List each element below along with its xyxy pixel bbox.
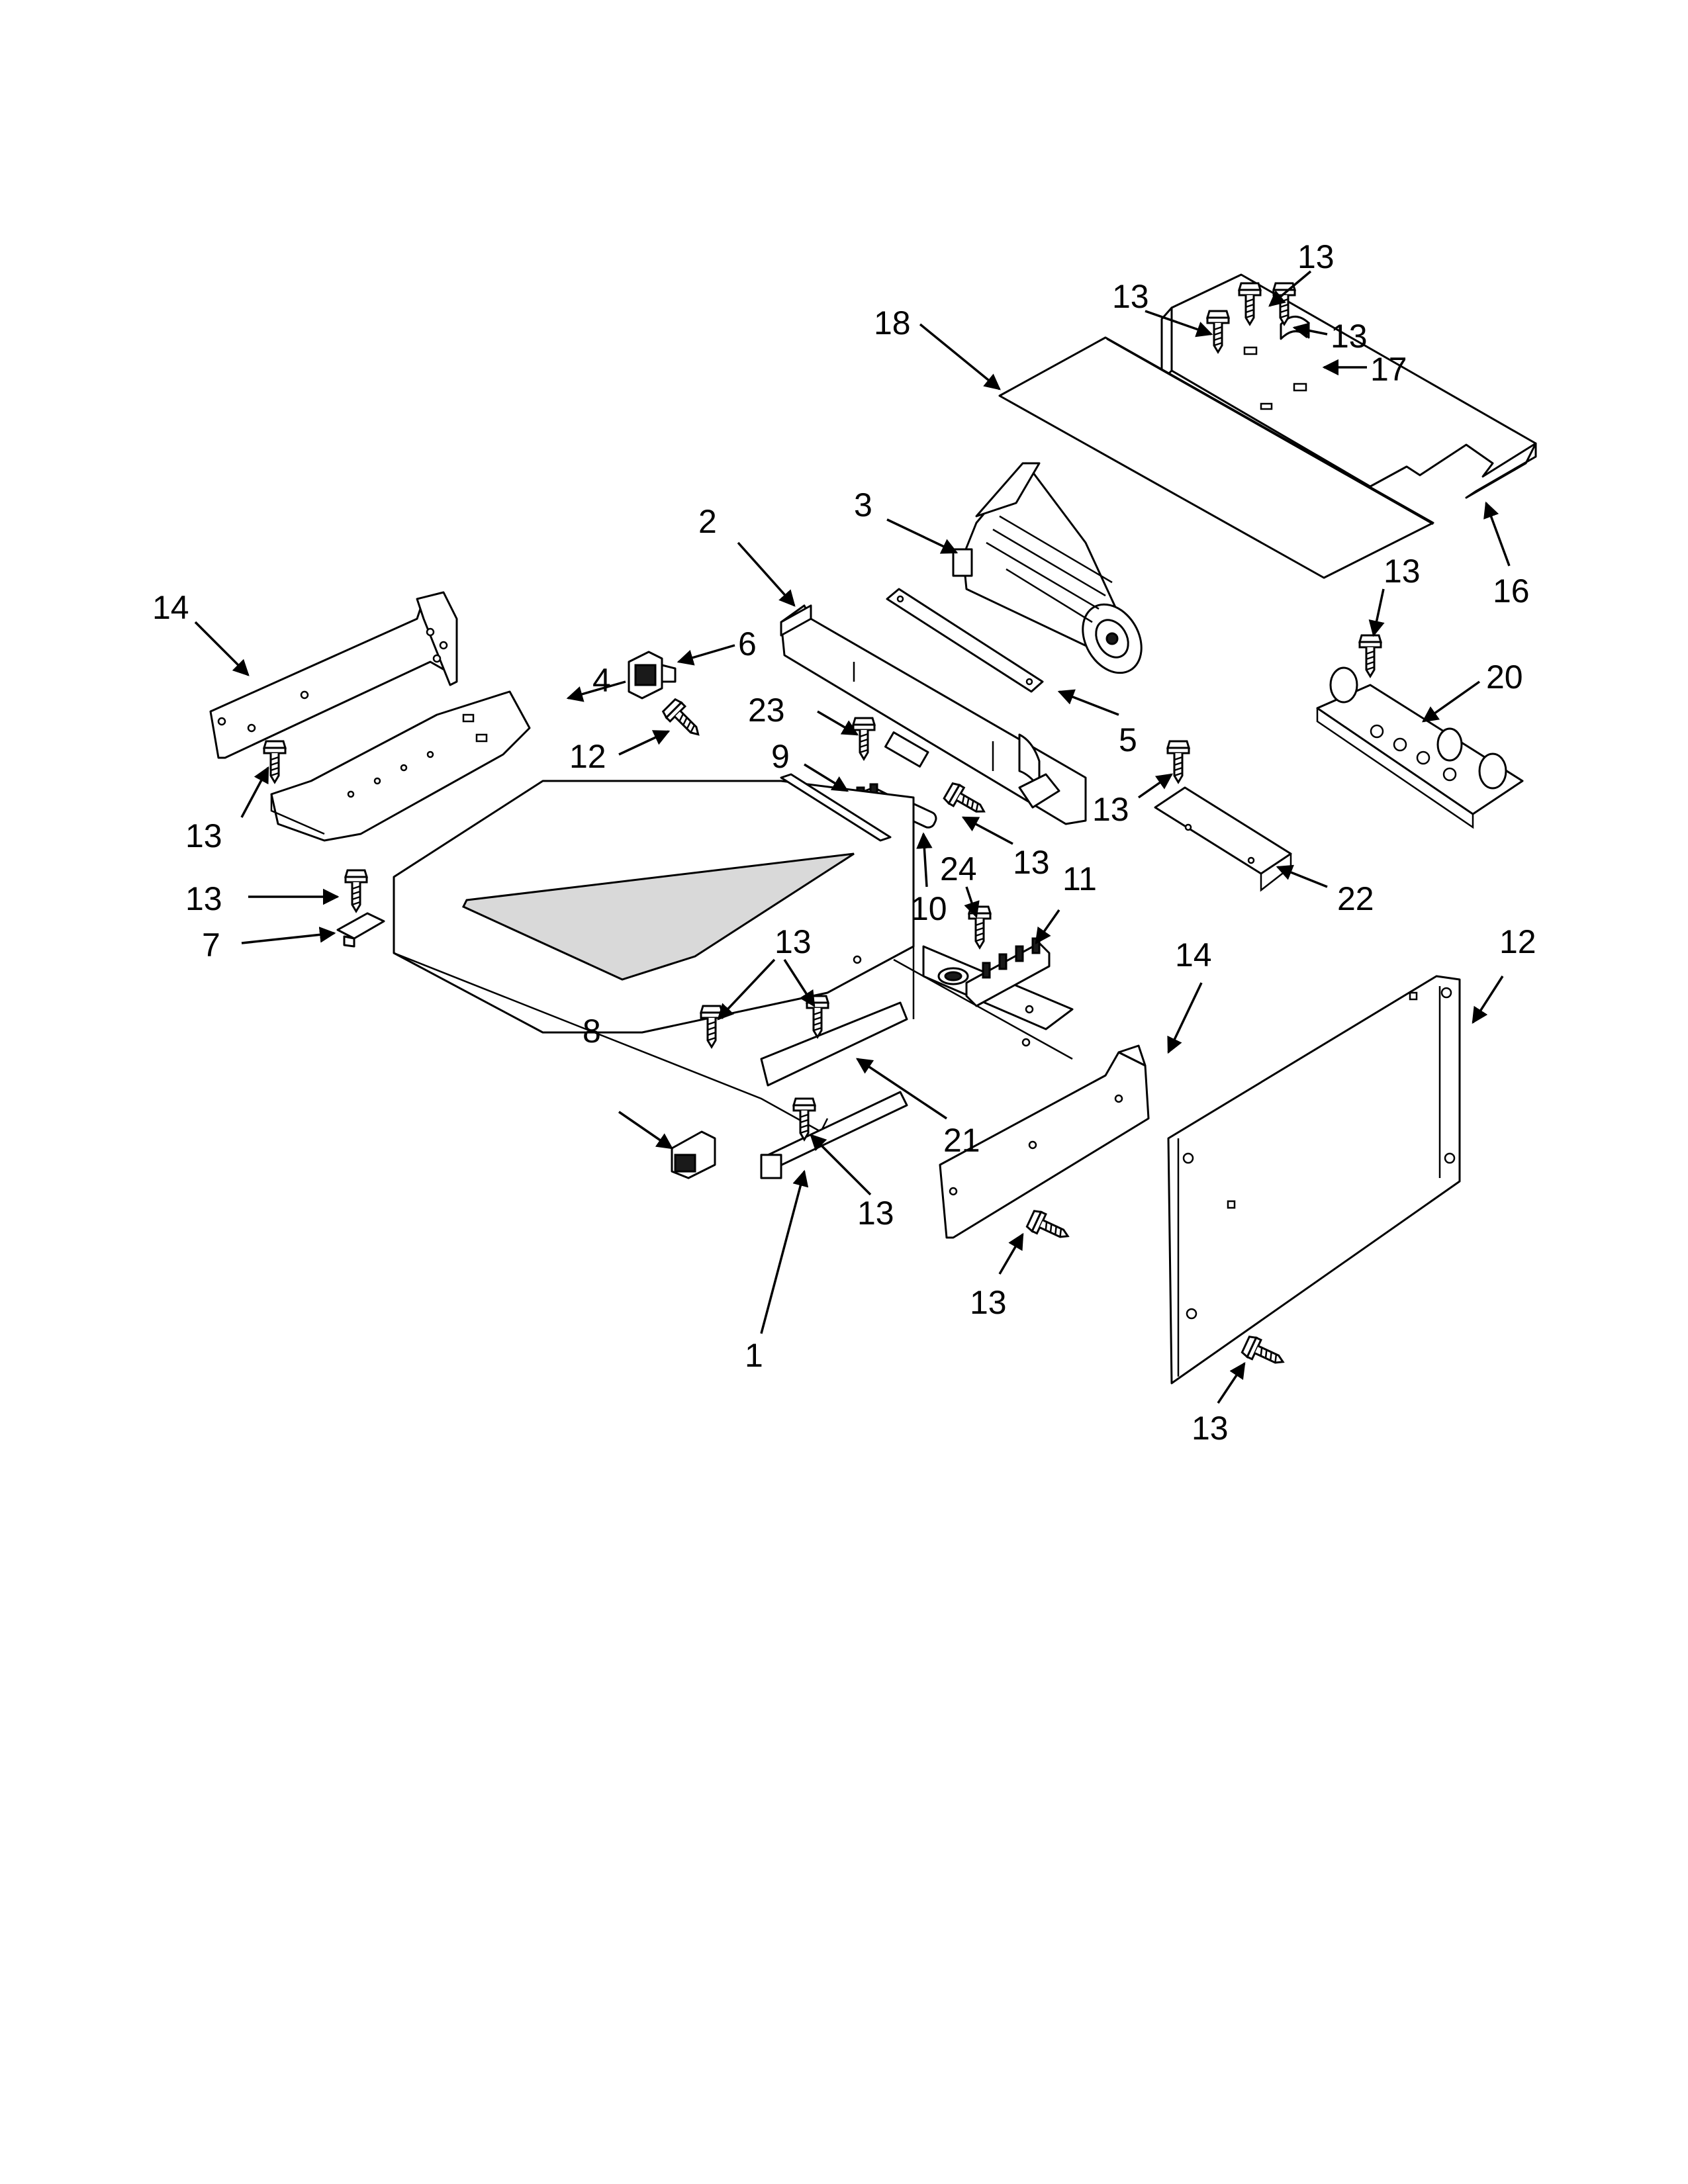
callout-13-top: 13 bbox=[1297, 238, 1335, 275]
callout-13-bracket14: 13 bbox=[970, 1284, 1007, 1321]
screw-13-bracket14 bbox=[1025, 1208, 1074, 1247]
callout-13-panel: 13 bbox=[1192, 1410, 1229, 1447]
top-rear-panel bbox=[1160, 273, 1537, 499]
callout-13-left: 13 bbox=[185, 817, 222, 854]
callout-3: 3 bbox=[854, 486, 872, 523]
callout-4: 4 bbox=[592, 662, 611, 699]
callout-13-top-left: 13 bbox=[1112, 278, 1149, 315]
duct-panel bbox=[780, 604, 1087, 825]
callout-labels: 13 13 13 17 18 3 2 16 14 6 4 13 20 23 5 … bbox=[152, 238, 1536, 1447]
left-shelf bbox=[270, 690, 531, 842]
screw-13-clip7 bbox=[344, 869, 368, 913]
callout-13-pair: 13 bbox=[774, 923, 812, 960]
screw-13-pair-2 bbox=[806, 995, 829, 1038]
callout-23: 23 bbox=[748, 692, 785, 729]
callout-24: 24 bbox=[940, 850, 977, 887]
callout-13-right-mid: 13 bbox=[1383, 553, 1421, 590]
switch-6 bbox=[628, 651, 677, 700]
right-bracket bbox=[939, 1044, 1150, 1239]
callout-13-top-right: 13 bbox=[1331, 318, 1368, 355]
blower-motor bbox=[952, 462, 1143, 674]
screw-13-pair-1 bbox=[700, 1005, 724, 1048]
callout-20: 20 bbox=[1486, 659, 1523, 696]
left-rear-bracket bbox=[209, 591, 458, 759]
callout-14-right: 14 bbox=[1175, 936, 1212, 974]
callout-7: 7 bbox=[202, 927, 220, 964]
leader-lines bbox=[194, 270, 1511, 1404]
callout-5: 5 bbox=[1119, 721, 1137, 758]
top-cover-plate bbox=[998, 336, 1434, 579]
callout-2: 2 bbox=[698, 503, 717, 540]
base-assembly bbox=[393, 773, 1074, 1179]
callout-18: 18 bbox=[874, 304, 911, 341]
callout-13-switch: 13 bbox=[1013, 844, 1050, 881]
screw-13-control-panel bbox=[1358, 634, 1382, 678]
control-panel bbox=[1316, 666, 1524, 829]
callout-21: 21 bbox=[943, 1122, 980, 1159]
callout-13-clip7: 13 bbox=[185, 880, 222, 917]
screw-12-left bbox=[661, 697, 707, 743]
callout-12-right: 12 bbox=[1499, 923, 1536, 960]
screw-13-side-panel bbox=[1240, 1334, 1289, 1373]
callout-8: 8 bbox=[583, 1013, 601, 1050]
screw-13-switch bbox=[942, 780, 990, 822]
bracket-22 bbox=[1154, 786, 1292, 892]
screw-23 bbox=[852, 717, 876, 760]
callout-1: 1 bbox=[745, 1337, 763, 1374]
callout-12-left: 12 bbox=[569, 738, 606, 775]
callout-14-left: 14 bbox=[152, 589, 189, 626]
callout-13-bottom-center: 13 bbox=[857, 1195, 894, 1232]
callout-13-bracket22: 13 bbox=[1092, 791, 1129, 828]
callout-11: 11 bbox=[1062, 860, 1097, 897]
side-panel bbox=[1167, 975, 1461, 1385]
switch-8 bbox=[671, 1130, 716, 1179]
callout-10: 10 bbox=[910, 890, 947, 927]
callout-6: 6 bbox=[738, 625, 757, 662]
callout-17: 17 bbox=[1370, 351, 1407, 388]
screw-left-shelf bbox=[263, 740, 287, 784]
callout-16: 16 bbox=[1493, 572, 1530, 610]
screw-24 bbox=[968, 905, 992, 949]
callout-9: 9 bbox=[771, 738, 790, 775]
callout-22: 22 bbox=[1337, 880, 1374, 917]
clip-7 bbox=[336, 912, 385, 948]
gasket-strip bbox=[886, 588, 1044, 693]
